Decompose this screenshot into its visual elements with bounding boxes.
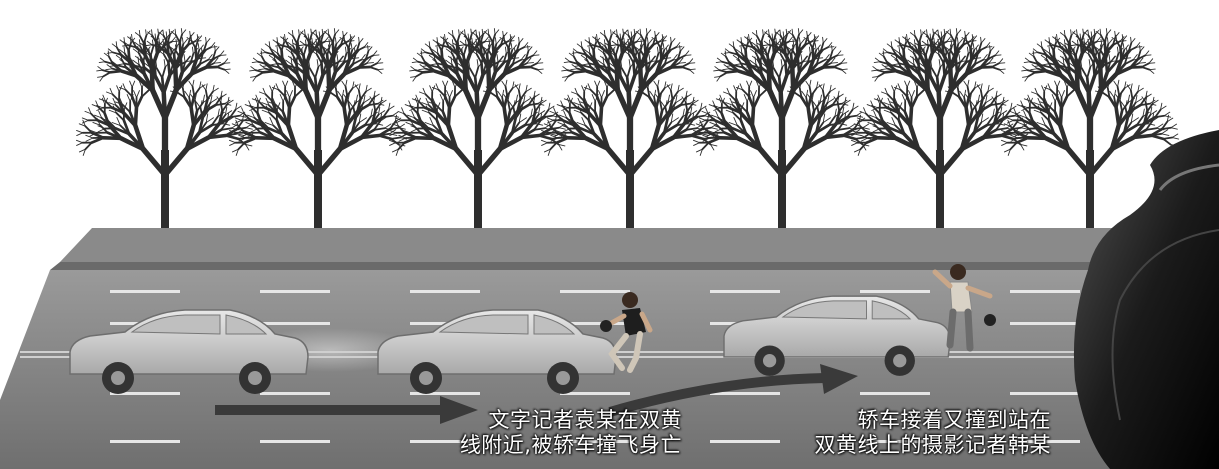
caption-left: 文字记者袁某在双黄 线附近,被轿车撞飞身亡 [460, 408, 682, 458]
arrow-left [215, 396, 478, 424]
arrow-right [608, 364, 858, 417]
tree-row [75, 28, 1180, 243]
caption-left-line2: 线附近,被轿车撞飞身亡 [459, 433, 682, 457]
caption-right: 轿车接着又撞到站在 双黄线上的摄影记者韩某 [815, 408, 1052, 458]
sidewalk [60, 228, 1219, 262]
car-1 [69, 309, 309, 394]
sky [0, 0, 1219, 240]
person-1 [600, 292, 653, 373]
caption-left-line1: 文字记者袁某在双黄 [488, 408, 682, 432]
caption-right-line2: 双黄线上的摄影记者韩某 [814, 433, 1051, 457]
car-2 [377, 309, 617, 394]
caption-right-line1: 轿车接着又撞到站在 [857, 408, 1051, 432]
person-2 [932, 264, 996, 352]
car-3 [723, 295, 951, 376]
curb [50, 262, 1219, 270]
camera-lens [1073, 130, 1219, 469]
